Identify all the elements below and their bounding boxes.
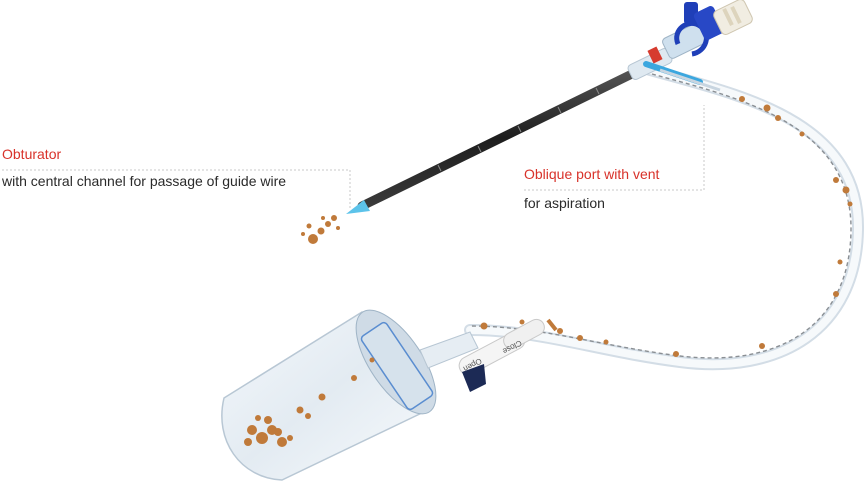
oblique-port-callout-title: Oblique port with vent (524, 166, 660, 182)
stopcock-valve: Open Close (419, 318, 558, 392)
obturator-callout: Obturator with central channel for passa… (2, 146, 286, 189)
aspiration-tubing (464, 64, 865, 371)
oblique-port-callout: Oblique port with vent for aspiration (524, 166, 659, 211)
canister-clot-collection (244, 357, 375, 447)
leader-lines (2, 105, 705, 208)
expelled-clot-fragments (301, 215, 340, 244)
hub-connector (662, 0, 753, 59)
collection-canister (221, 309, 437, 481)
oblique-port-leader-line (524, 105, 705, 191)
tubing-clot-fragments (480, 96, 853, 357)
obturator-callout-title: Obturator (2, 146, 62, 162)
obturator-leader-line (2, 169, 351, 208)
oblique-port (643, 61, 721, 92)
obturator-tip (346, 200, 370, 214)
obturator-callout-description: with central channel for passage of guid… (2, 173, 287, 189)
oblique-port-callout-description: for aspiration (524, 195, 605, 211)
